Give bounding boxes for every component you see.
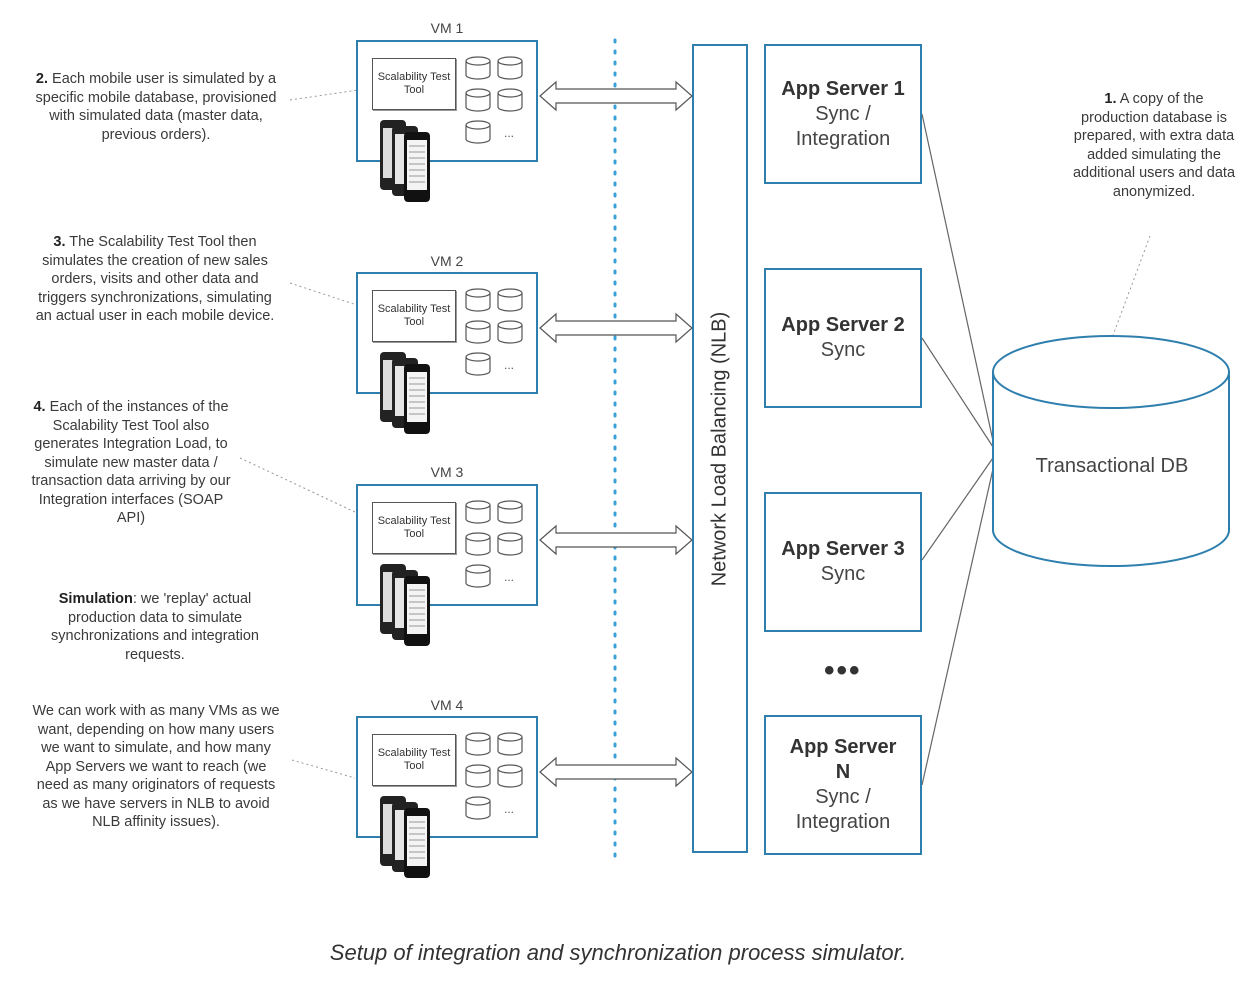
- mobile-devices-icon: [380, 352, 430, 434]
- mini-database-icon: [465, 56, 491, 80]
- scalability-test-tool: Scalability Test Tool: [372, 734, 456, 786]
- app-server-role: Sync: [820, 339, 866, 361]
- app-server-role: Sync / Integration: [795, 786, 891, 833]
- app-server-title: App Server 2: [781, 314, 905, 336]
- more-databases-ellipsis: ...: [504, 126, 515, 140]
- arrow-vm4: [539, 756, 693, 788]
- note-test-tool: 3. The Scalability Test Tool then simula…: [35, 234, 275, 324]
- mini-database-icon: [465, 564, 491, 588]
- link-app3-db: [921, 454, 996, 561]
- more-servers-ellipsis: •••: [824, 654, 862, 687]
- arrow-vm3: [539, 524, 693, 556]
- mini-database-icon: [497, 732, 523, 756]
- mini-database-icon: [465, 732, 491, 756]
- more-databases-ellipsis: ...: [504, 358, 515, 372]
- note-simulation: Simulation: we 'replay' actual productio…: [51, 591, 259, 663]
- scalability-test-tool: Scalability Test Tool: [372, 290, 456, 342]
- mini-database-icon: [465, 288, 491, 312]
- mobile-devices-icon: [380, 120, 430, 202]
- mini-database-icon: [497, 288, 523, 312]
- callout-leader-note4: [239, 457, 373, 521]
- vm-title: VM 2: [430, 253, 464, 269]
- note-mobile-user: 2. Each mobile user is simulated by a sp…: [35, 71, 277, 143]
- vm-title: VM 4: [430, 697, 464, 713]
- callout-leader-vms: [291, 759, 356, 779]
- link-app1-db: [921, 113, 996, 451]
- vm-box-1: Scalability Test Tool...: [356, 40, 538, 202]
- mini-database-icon: [465, 532, 491, 556]
- vm-box-4: Scalability Test Tool...: [356, 716, 538, 878]
- mini-database-icon: [497, 764, 523, 788]
- mobile-devices-icon: [380, 564, 430, 646]
- mini-database-icon: [497, 56, 523, 80]
- app-server-1: App Server 1 Sync / Integration: [764, 44, 922, 184]
- app-server-title: App Server N: [789, 736, 897, 783]
- app-server-title: App Server 1: [781, 77, 905, 100]
- mini-database-icon: [465, 796, 491, 820]
- scalability-test-tool: Scalability Test Tool: [372, 502, 456, 554]
- vm-box-2: Scalability Test Tool...: [356, 272, 538, 434]
- mini-database-icon: [465, 764, 491, 788]
- vm-box-3: Scalability Test Tool...: [356, 484, 538, 646]
- mini-database-icon: [497, 320, 523, 344]
- mini-database-icon: [497, 532, 523, 556]
- app-server-2: App Server 2 Sync: [764, 268, 922, 408]
- transactional-db-label: Transactional DB: [1035, 455, 1189, 477]
- vm-title: VM 3: [430, 464, 464, 480]
- scalability-test-tool: Scalability Test Tool: [372, 58, 456, 110]
- callout-leader-note1: [1111, 235, 1151, 339]
- app-server-title: App Server 3: [781, 538, 905, 560]
- transactional-db-cylinder: [992, 335, 1230, 567]
- link-appn-db: [921, 459, 996, 786]
- mobile-devices-icon: [380, 796, 430, 878]
- figure-caption: Setup of integration and synchronization…: [329, 940, 907, 965]
- mini-database-icon: [465, 320, 491, 344]
- mini-database-icon: [465, 500, 491, 524]
- nlb-label: Network Load Balancing (NLB): [708, 311, 731, 586]
- app-server-3: App Server 3 Sync: [764, 492, 922, 632]
- callout-leader-note2: [289, 87, 373, 101]
- mini-database-icon: [497, 88, 523, 112]
- mini-database-icon: [465, 352, 491, 376]
- note-production-db: 1. A copy of the production database is …: [1072, 91, 1236, 200]
- app-server-n: App Server N Sync / Integration: [764, 715, 922, 855]
- more-databases-ellipsis: ...: [504, 570, 515, 584]
- mini-database-icon: [465, 120, 491, 144]
- app-server-role: Sync: [820, 563, 866, 585]
- vm-title: VM 1: [430, 20, 464, 36]
- more-databases-ellipsis: ...: [504, 802, 515, 816]
- link-app2-db: [921, 337, 996, 451]
- note-integration-load: 4. Each of the instances of the Scalabil…: [31, 399, 231, 526]
- mini-database-icon: [497, 500, 523, 524]
- mini-database-icon: [465, 88, 491, 112]
- note-vm-count: We can work with as many VMs as we want,…: [32, 703, 280, 830]
- network-load-balancer: Network Load Balancing (NLB): [692, 44, 748, 853]
- app-server-role: Sync / Integration: [795, 102, 891, 150]
